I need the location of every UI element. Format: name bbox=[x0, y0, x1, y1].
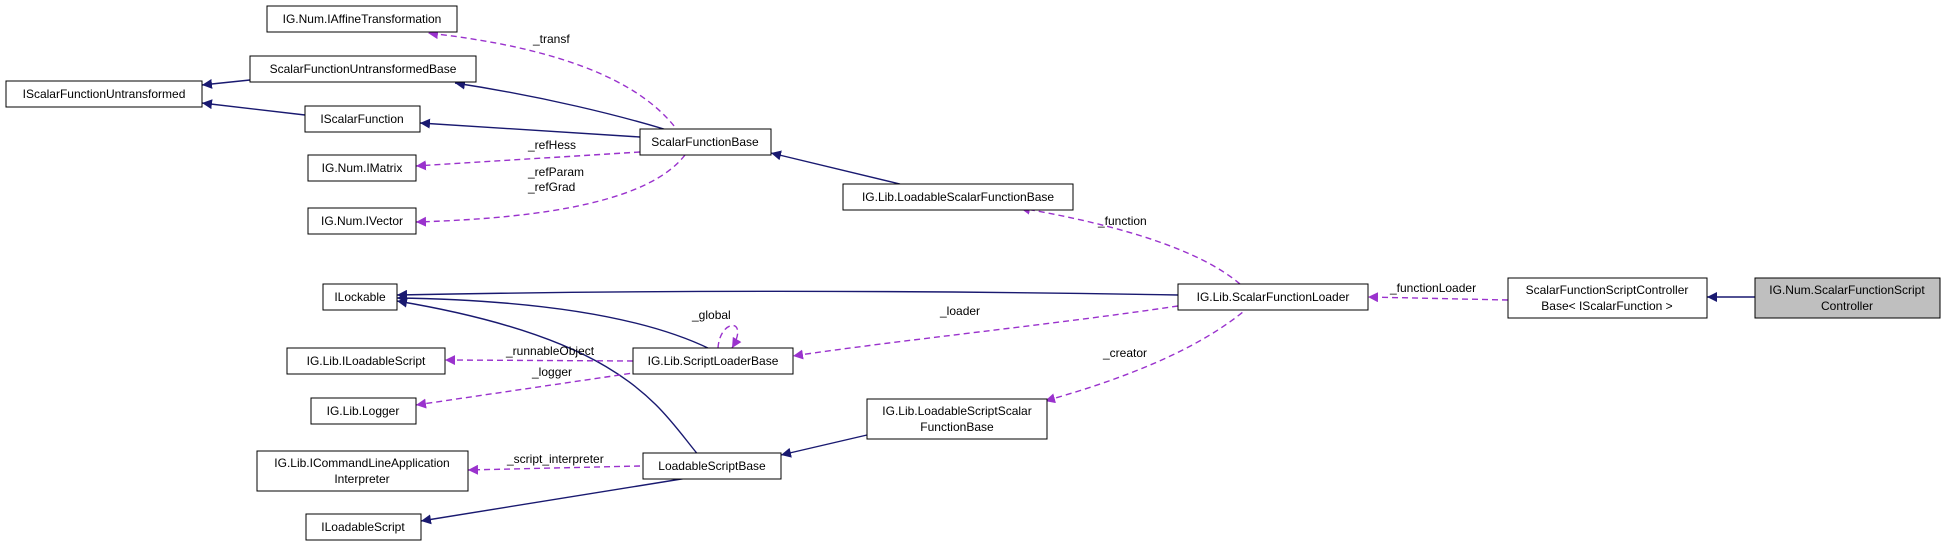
node-label-line2: Base< IScalarFunction > bbox=[1541, 299, 1672, 313]
label-global: _global bbox=[691, 308, 731, 322]
label-functionloader: _functionLoader bbox=[1389, 281, 1476, 295]
node-num-scalarfunctionscriptcontroller[interactable]: IG.Num.ScalarFunctionScript Controller bbox=[1754, 277, 1941, 319]
node-label: IG.Lib.LoadableScalarFunctionBase bbox=[862, 190, 1054, 204]
node-label-line2: Interpreter bbox=[334, 472, 389, 486]
node-label-line1: IG.Lib.ICommandLineApplication bbox=[274, 456, 449, 470]
node-iscalarfunctionuntransformed[interactable]: IScalarFunctionUntransformed bbox=[5, 80, 203, 108]
node-label: ILockable bbox=[334, 290, 386, 304]
node-label: IG.Num.IVector bbox=[321, 214, 403, 228]
edge-slb-logger bbox=[415, 371, 641, 409]
node-label: IScalarFunctionUntransformed bbox=[23, 87, 186, 101]
edge-sfl-function bbox=[1019, 204, 1241, 285]
label-refparam: _refParam bbox=[527, 165, 584, 179]
edge-lsb-to-ilockable bbox=[396, 297, 701, 458]
node-label: ScalarFunctionBase bbox=[651, 135, 759, 149]
edge-sfb-to-sfub bbox=[454, 79, 681, 135]
node-scriptloaderbase[interactable]: IG.Lib.ScriptLoaderBase bbox=[632, 347, 794, 375]
node-label-line2: Controller bbox=[1821, 299, 1873, 313]
label-script-interpreter: _script_interpreter bbox=[506, 452, 604, 466]
usage-edges bbox=[415, 29, 1509, 475]
node-label: IG.Lib.Logger bbox=[327, 404, 400, 418]
node-label-line1: ScalarFunctionScriptController bbox=[1526, 283, 1689, 297]
edge-sfl-to-ilockable bbox=[396, 289, 1179, 300]
edge-lssfb-to-lsb bbox=[780, 434, 868, 458]
node-iscalarfunction[interactable]: IScalarFunction bbox=[304, 105, 421, 133]
edge-sfl-creator bbox=[1044, 305, 1251, 404]
label-transf: _transf bbox=[532, 32, 570, 46]
node-label: IG.Lib.ScalarFunctionLoader bbox=[1197, 290, 1350, 304]
edge-lsb-script-interpreter bbox=[467, 464, 641, 475]
label-loader: _loader bbox=[939, 304, 980, 318]
edge-slb-global bbox=[717, 324, 742, 349]
node-lib-iloadablescript[interactable]: IG.Lib.ILoadableScript bbox=[286, 347, 446, 375]
node-icommandlineapplicationinterpreter[interactable]: IG.Lib.ICommandLineApplication Interpret… bbox=[256, 450, 469, 492]
edge-slb-to-ilockable bbox=[396, 293, 711, 350]
edge-slb-runnableobject bbox=[444, 355, 634, 366]
node-label-line1: IG.Lib.LoadableScriptScalar bbox=[882, 404, 1031, 418]
node-logger[interactable]: IG.Lib.Logger bbox=[310, 397, 417, 425]
edge-sfb-transf bbox=[427, 29, 681, 135]
node-scalarfunctionuntransformedbase[interactable]: ScalarFunctionUntransformedBase bbox=[249, 55, 477, 83]
node-loadablescriptscalarfunctionbase[interactable]: IG.Lib.LoadableScriptScalar FunctionBase bbox=[866, 398, 1048, 440]
label-runnableobject: _runnableObject bbox=[505, 344, 595, 358]
node-loadablescriptbase[interactable]: LoadableScriptBase bbox=[642, 452, 782, 480]
node-imatrix[interactable]: IG.Num.IMatrix bbox=[307, 154, 417, 182]
edge-isf-to-isfu bbox=[201, 99, 306, 116]
node-label-line2: FunctionBase bbox=[920, 420, 994, 434]
edge-lsfb-to-sfb bbox=[770, 150, 901, 185]
edge-sfb-refparam-refgrad bbox=[415, 154, 686, 227]
label-creator: _creator bbox=[1102, 346, 1147, 360]
node-iaffinetransformation[interactable]: IG.Num.IAffineTransformation bbox=[266, 5, 458, 33]
node-label: ILoadableScript bbox=[321, 520, 405, 534]
node-label: ScalarFunctionUntransformedBase bbox=[270, 62, 457, 76]
node-loadablescalarfunctionbase[interactable]: IG.Lib.LoadableScalarFunctionBase bbox=[842, 183, 1074, 211]
edge-sfb-refhess bbox=[415, 151, 641, 171]
edge-labels: _transf _refHess _refParam _refGrad _fun… bbox=[505, 32, 1476, 466]
node-label: LoadableScriptBase bbox=[658, 459, 766, 473]
edge-lsb-to-iloadablescript bbox=[420, 475, 701, 525]
node-label: IG.Lib.ILoadableScript bbox=[307, 354, 426, 368]
node-label: IG.Num.IMatrix bbox=[322, 161, 403, 175]
edge-sfub-to-isfu bbox=[201, 78, 251, 89]
label-refgrad: _refGrad bbox=[527, 180, 575, 194]
label-function: _function bbox=[1097, 214, 1147, 228]
node-iloadablescript[interactable]: ILoadableScript bbox=[305, 513, 422, 541]
inheritance-edges bbox=[201, 78, 1755, 525]
node-ilockable[interactable]: ILockable bbox=[322, 283, 398, 311]
label-logger: _logger bbox=[531, 365, 572, 379]
node-scalarfunctionscriptcontrollerbase[interactable]: ScalarFunctionScriptController Base< ISc… bbox=[1507, 277, 1708, 319]
label-refhess: _refHess bbox=[527, 138, 576, 152]
node-label: IG.Num.IAffineTransformation bbox=[283, 12, 442, 26]
node-label-line1: IG.Num.ScalarFunctionScript bbox=[1769, 283, 1925, 297]
node-scalarfunctionloader[interactable]: IG.Lib.ScalarFunctionLoader bbox=[1177, 283, 1369, 311]
node-label: IG.Lib.ScriptLoaderBase bbox=[648, 354, 779, 368]
node-label: IScalarFunction bbox=[320, 112, 403, 126]
edge-sfb-to-isf bbox=[419, 118, 641, 138]
edge-sfscb-functionloader bbox=[1367, 292, 1509, 303]
edge-sfl-loader bbox=[792, 305, 1179, 360]
node-scalarfunctionbase[interactable]: ScalarFunctionBase bbox=[639, 128, 772, 156]
node-ivector[interactable]: IG.Num.IVector bbox=[307, 207, 417, 235]
